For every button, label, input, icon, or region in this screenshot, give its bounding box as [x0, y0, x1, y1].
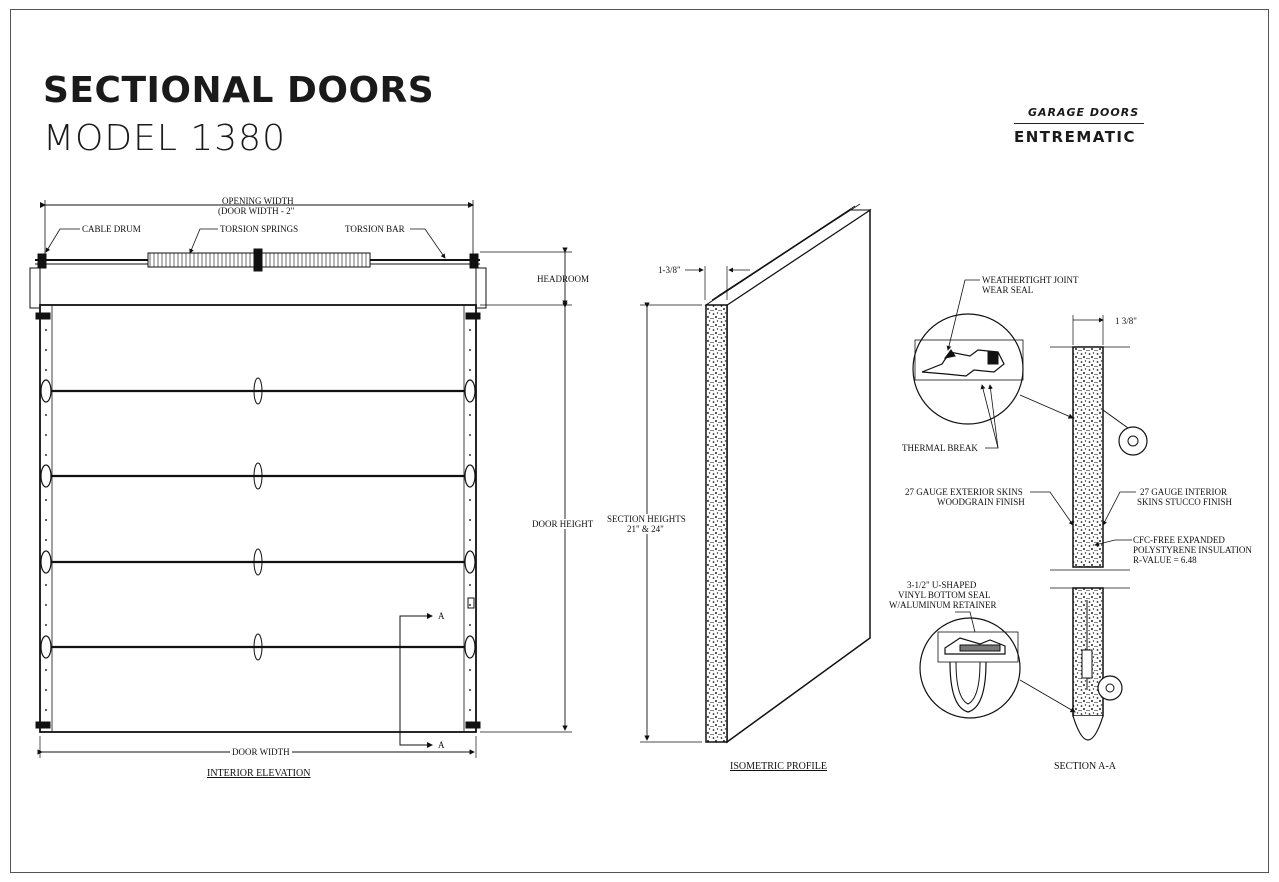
- drawing-title: SECTIONAL DOORS: [43, 70, 435, 111]
- section-thickness-label: 1 3/8": [1115, 316, 1137, 326]
- model-number: MODEL 1380: [43, 118, 286, 159]
- door-width-label: DOOR WIDTH: [230, 747, 292, 757]
- section-a-a-view: [912, 279, 1148, 741]
- brand-logo: ENTREMATIC: [1014, 128, 1137, 146]
- section-heights-values: 21" & 24": [627, 524, 664, 534]
- section-marker-bottom: A: [438, 740, 445, 750]
- cable-drum-label: CABLE DRUM: [82, 224, 141, 234]
- bottom-seal-label: 3-1/2" U-SHAPED: [907, 580, 977, 590]
- isometric-profile-view: [640, 203, 872, 744]
- torsion-bar-label: TORSION BAR: [345, 224, 405, 234]
- interior-elevation-view: [29, 200, 572, 758]
- insulation-label: CFC-FREE EXPANDED: [1133, 535, 1225, 545]
- interior-skins-label: 27 GAUGE INTERIOR: [1140, 487, 1227, 497]
- brand-category: GARAGE DOORS: [1028, 106, 1140, 119]
- door-height-label: DOOR HEIGHT: [532, 519, 594, 529]
- vinyl-bottom-seal-label: VINYL BOTTOM SEAL: [898, 590, 991, 600]
- aluminum-retainer-label: W/ALUMINUM RETAINER: [889, 600, 997, 610]
- woodgrain-finish-label: WOODGRAIN FINISH: [937, 497, 1025, 507]
- stucco-finish-label: SKINS STUCCO FINISH: [1137, 497, 1233, 507]
- panel-thickness-label: 1-3/8": [658, 265, 681, 275]
- exterior-skins-label: 27 GAUGE EXTERIOR SKINS: [905, 487, 1023, 497]
- headroom-label: HEADROOM: [537, 274, 590, 284]
- r-value-label: R-VALUE = 6.48: [1133, 555, 1197, 565]
- section-a-a-caption: SECTION A-A: [1054, 761, 1116, 772]
- opening-width-label: OPENING WIDTH: [222, 196, 294, 206]
- wear-seal-label: WEAR SEAL: [982, 285, 1034, 295]
- opening-width-note: (DOOR WIDTH - 2": [218, 206, 295, 216]
- drawing-sheet-border: [10, 9, 1269, 873]
- thermal-break-label: THERMAL BREAK: [902, 443, 978, 453]
- isometric-profile-caption: ISOMETRIC PROFILE: [730, 761, 827, 772]
- weathertight-joint-label: WEATHERTIGHT JOINT: [982, 275, 1079, 285]
- section-heights-label: SECTION HEIGHTS: [607, 514, 686, 524]
- torsion-springs-label: TORSION SPRINGS: [220, 224, 299, 234]
- section-marker-top: A: [438, 611, 445, 621]
- insulation-type-label: POLYSTYRENE INSULATION: [1133, 545, 1252, 555]
- brand-divider: [1014, 123, 1144, 124]
- interior-elevation-caption: INTERIOR ELEVATION: [207, 768, 311, 779]
